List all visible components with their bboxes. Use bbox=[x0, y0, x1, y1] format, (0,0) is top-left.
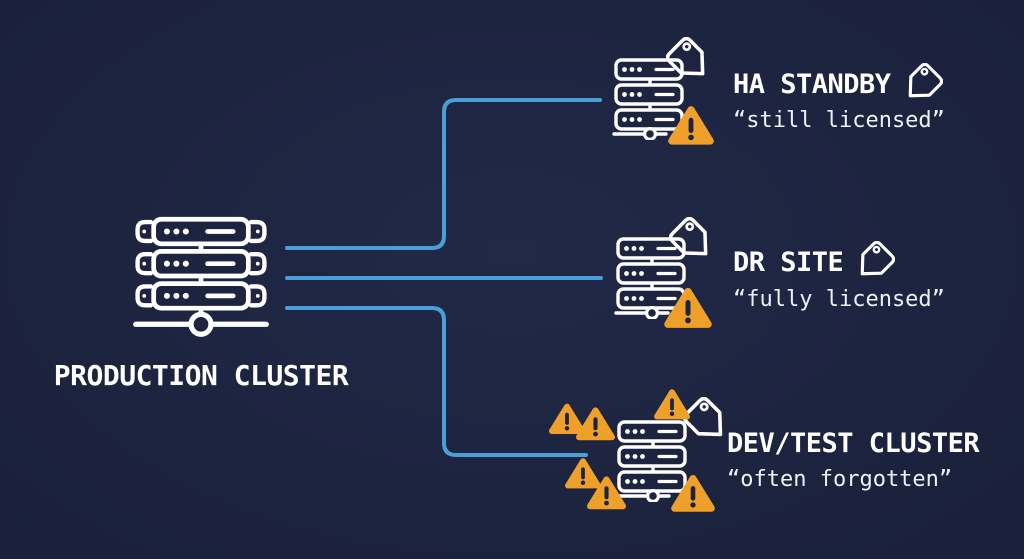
node-quote: “still licensed” bbox=[733, 108, 945, 133]
connector-production-to-dev-test bbox=[285, 306, 588, 457]
node-title-row: DEV/TEST CLUSTER bbox=[727, 428, 980, 459]
connector-production-to-ha-standby bbox=[285, 98, 602, 250]
price-tag-icon bbox=[853, 241, 896, 283]
warning-triangle-icon bbox=[575, 405, 616, 442]
price-tag-icon bbox=[669, 217, 716, 264]
price-tag-icon bbox=[666, 37, 713, 84]
node-title: DEV/TEST CLUSTER bbox=[727, 428, 980, 459]
warning-triangle-icon bbox=[586, 474, 627, 511]
warning-triangle-icon bbox=[667, 103, 715, 147]
node-title: DR SITE bbox=[733, 246, 844, 278]
warning-triangle-icon bbox=[670, 472, 716, 514]
server-rack-icon bbox=[130, 208, 272, 344]
production-cluster-label: PRODUCTION CLUSTER bbox=[53, 359, 349, 392]
node-title-row: DR SITE bbox=[733, 241, 896, 283]
price-tag-icon bbox=[900, 63, 943, 105]
node-quote: “fully licensed” bbox=[733, 287, 945, 312]
warning-triangle-icon bbox=[653, 387, 691, 421]
warning-triangle-icon bbox=[663, 285, 713, 330]
production-cluster-node bbox=[130, 208, 272, 344]
node-quote: “often forgotten” bbox=[727, 467, 953, 492]
node-title-row: HA STANDBY bbox=[733, 63, 943, 105]
node-title: HA STANDBY bbox=[733, 68, 891, 100]
